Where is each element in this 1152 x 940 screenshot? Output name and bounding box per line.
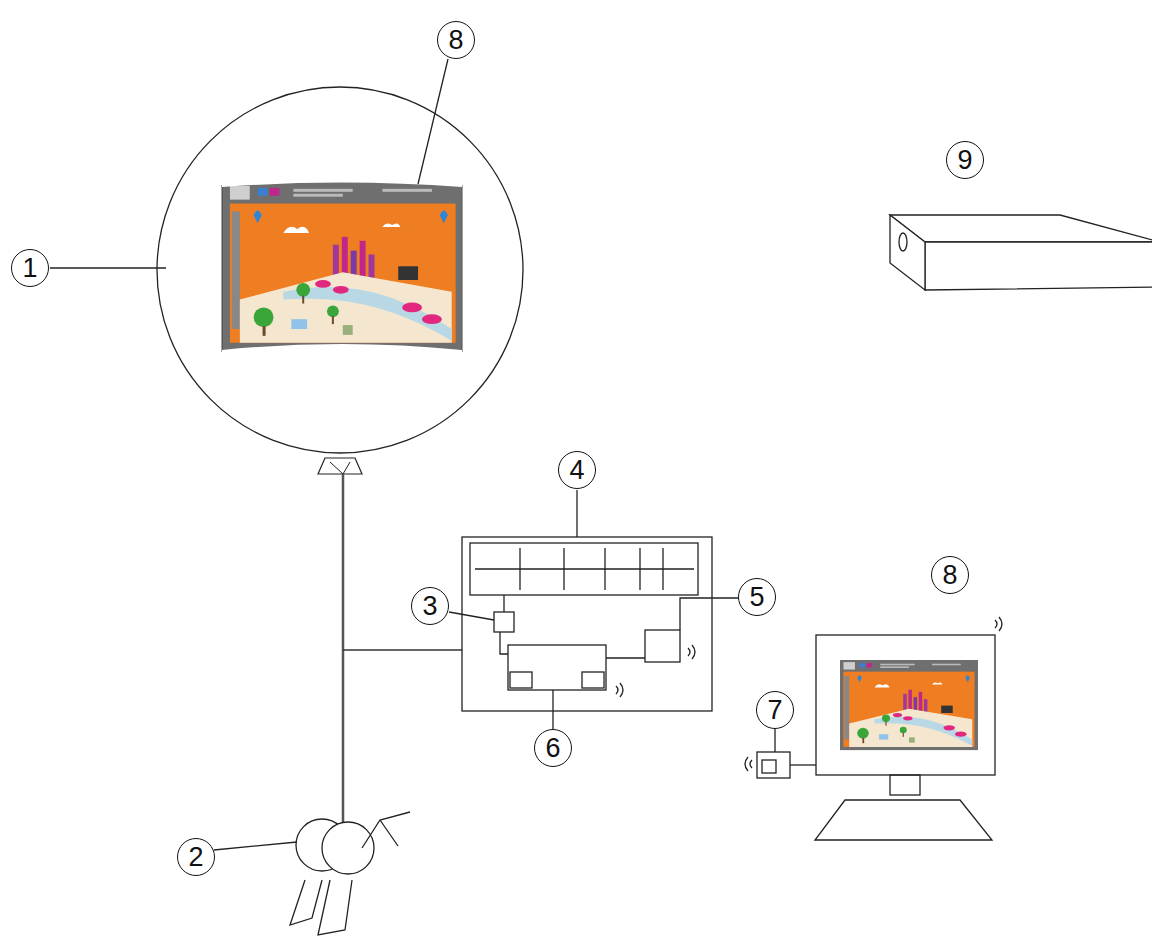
callout-circle: 7 xyxy=(756,691,794,729)
callout-circle: 3 xyxy=(411,587,449,625)
projector xyxy=(890,215,1152,290)
control-box xyxy=(462,537,712,711)
balloon xyxy=(157,87,523,453)
leader-lines xyxy=(50,59,775,850)
callout-circle: 2 xyxy=(177,838,215,876)
callout-circle: 5 xyxy=(738,578,776,616)
callout-circle: 4 xyxy=(558,451,596,489)
computer xyxy=(745,617,1002,840)
monitor-image xyxy=(840,660,978,750)
callout-circle: 6 xyxy=(534,729,572,767)
callout-number: 4 xyxy=(569,457,584,484)
callout-number: 3 xyxy=(422,593,437,620)
callout-circle: 9 xyxy=(946,141,984,179)
callout-number: 6 xyxy=(545,735,560,762)
projected-image xyxy=(224,182,462,349)
callout-circle: 8 xyxy=(931,556,969,594)
callout-number: 8 xyxy=(448,27,463,54)
callout-number: 1 xyxy=(22,255,37,282)
callout-number: 5 xyxy=(749,584,764,611)
callout-number: 7 xyxy=(767,697,782,724)
callout-number: 8 xyxy=(942,562,957,589)
callout-circle: 1 xyxy=(11,249,49,287)
winch xyxy=(290,812,410,935)
callout-number: 2 xyxy=(188,844,203,871)
callout-number: 9 xyxy=(957,147,972,174)
callout-circle: 8 xyxy=(437,21,475,59)
